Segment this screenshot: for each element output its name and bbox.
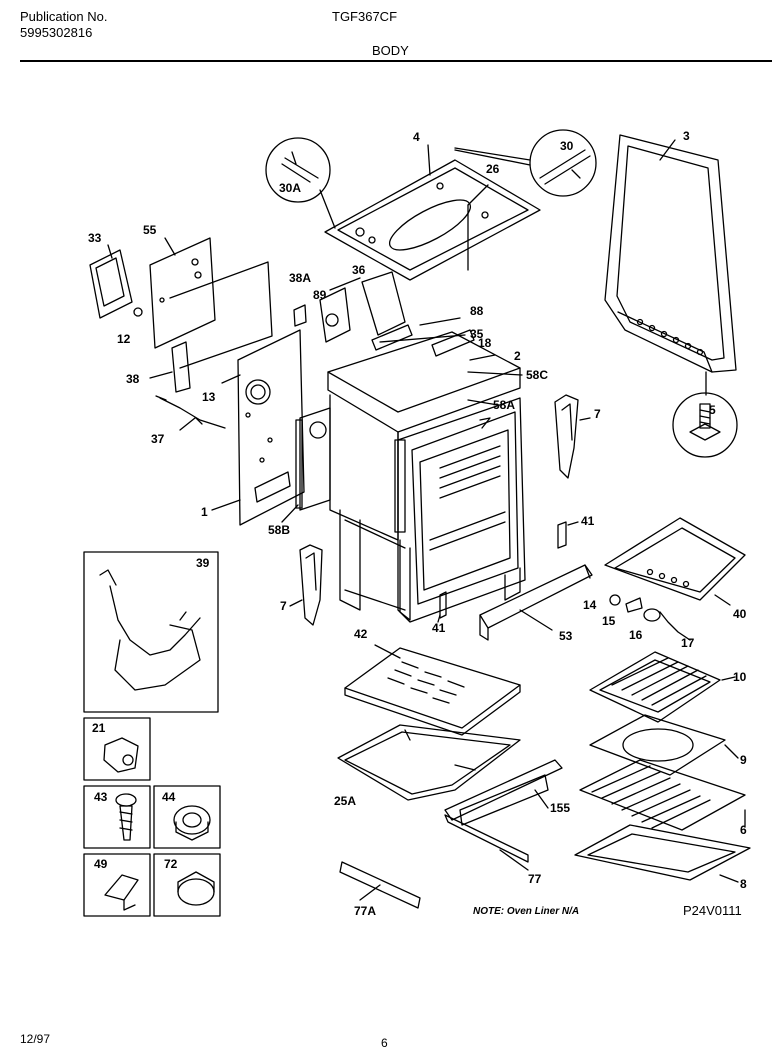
part-label-15: 15 [602, 614, 616, 628]
part-label-35: 35 [470, 327, 484, 341]
part-label-77a: 77A [354, 904, 377, 918]
part-label-77: 77 [528, 872, 542, 886]
door-frame-part [604, 134, 737, 396]
part-label-12: 12 [117, 332, 131, 346]
part-label-25a: 25A [334, 794, 357, 808]
part-label-13: 13 [202, 390, 216, 404]
oven-liner-note: NOTE: Oven Liner N/A [473, 906, 580, 917]
broiler-pan-part [589, 714, 739, 776]
bracket-part-77 [444, 814, 529, 871]
part-label-58c: 58C [526, 368, 549, 382]
publication-label: Publication No. [20, 9, 108, 24]
part-label-58b: 58B [268, 523, 291, 537]
drawer-front-part [604, 517, 746, 606]
part-label-49: 49 [94, 857, 108, 871]
page-number: 6 [381, 1036, 388, 1050]
part-label-30: 30 [560, 139, 574, 153]
part-label-41-lower: 41 [432, 621, 446, 635]
part-label-53: 53 [559, 629, 573, 643]
part-label-88: 88 [470, 304, 484, 318]
inset-box-49 [83, 853, 151, 917]
part-label-30a: 30A [279, 181, 302, 195]
callout-circle-30a [265, 137, 336, 229]
inset-box-43 [83, 785, 151, 849]
range-body-part [281, 331, 526, 623]
inset-box-72 [153, 853, 221, 917]
part-label-16: 16 [629, 628, 643, 642]
part-label-42: 42 [354, 627, 368, 641]
part-label-14: 14 [583, 598, 597, 612]
part-label-26: 26 [486, 162, 500, 176]
part-label-43: 43 [94, 790, 108, 804]
part-label-10: 10 [733, 670, 747, 684]
side-panel-part [169, 261, 305, 526]
hinge-part-lower [289, 544, 323, 626]
bracket-part-155 [444, 759, 563, 826]
broiler-grid-part [589, 651, 736, 723]
inset-box-44 [153, 785, 221, 849]
harness-parts [149, 341, 241, 431]
leveling-leg-part [672, 392, 738, 458]
screw-parts-41 [437, 521, 579, 623]
part-label-4: 4 [413, 130, 420, 144]
part-label-36: 36 [352, 263, 366, 277]
callout-circle-30 [454, 129, 597, 197]
part-label-9: 9 [740, 753, 747, 767]
part-label-44: 44 [162, 790, 176, 804]
inset-box-39 [83, 551, 219, 713]
part-label-41-upper: 41 [581, 514, 595, 528]
part-label-38a: 38A [289, 271, 312, 285]
oven-bottom-part [344, 644, 521, 736]
part-label-5: 5 [709, 403, 716, 417]
bracket-part-77a [339, 861, 421, 909]
part-label-21: 21 [92, 721, 106, 735]
part-label-155: 155 [550, 801, 571, 815]
part-label-38: 38 [126, 372, 140, 386]
drawer-rail-part [479, 564, 593, 641]
rear-panel-part [89, 237, 216, 349]
oven-rack-part [579, 759, 746, 831]
part-label-3: 3 [683, 129, 690, 143]
part-label-58a: 58A [493, 398, 516, 412]
knob-parts [609, 594, 691, 641]
part-label-33: 33 [88, 231, 102, 245]
part-label-55: 55 [143, 223, 157, 237]
part-label-6: 6 [740, 823, 747, 837]
publication-number: 5995302816 [20, 25, 93, 40]
part-label-8: 8 [740, 877, 747, 891]
part-label-39: 39 [196, 556, 210, 570]
part-label-7-lower: 7 [280, 599, 287, 613]
part-label-17: 17 [681, 636, 695, 650]
part-label-1: 1 [201, 505, 208, 519]
burner-pan-part [324, 144, 541, 281]
part-label-72: 72 [164, 857, 178, 871]
broiler-tray-part [337, 724, 521, 801]
hinge-part-upper [554, 394, 591, 479]
valve-assembly-parts [293, 271, 496, 361]
oven-liner-bottom-part [574, 824, 751, 883]
part-label-40: 40 [733, 607, 747, 621]
diagram-code: P24V0111 [683, 903, 742, 918]
part-label-7-upper: 7 [594, 407, 601, 421]
part-label-18: 18 [478, 336, 492, 350]
part-label-2: 2 [514, 349, 521, 363]
model-number: TGF367CF [332, 9, 398, 24]
header-rule [20, 60, 772, 62]
footer-date: 12/97 [20, 1032, 51, 1046]
section-title: BODY [372, 43, 409, 58]
part-label-89: 89 [313, 288, 327, 302]
inset-box-21 [83, 717, 151, 781]
part-label-37: 37 [151, 432, 165, 446]
